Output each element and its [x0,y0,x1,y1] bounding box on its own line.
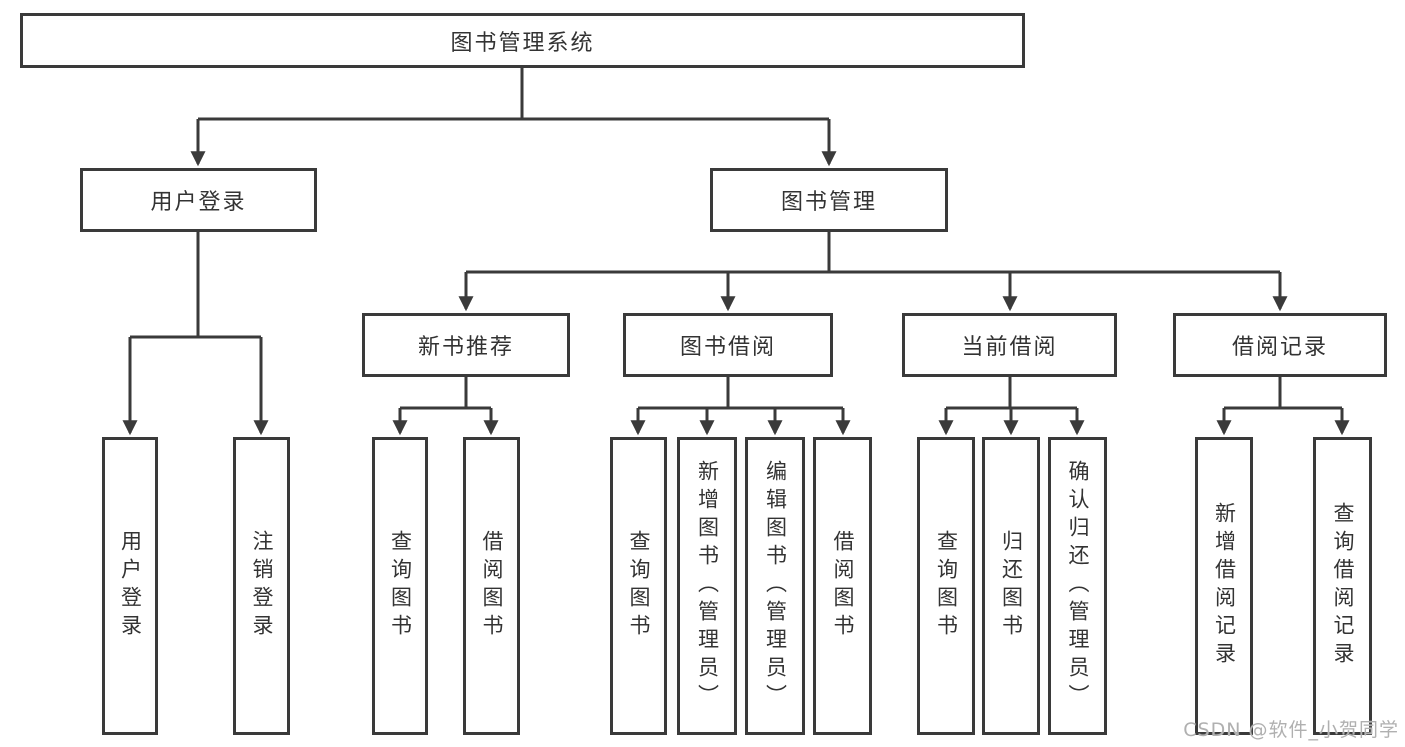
leaf-add-borrow-record: 新增借阅记录 [1195,437,1253,735]
leaf-borrow-books-borrowing: 借阅图书 [813,437,872,735]
leaf-label: 借阅图书 [831,530,855,642]
leaf-edit-book-admin: 编辑图书（管理员） [745,437,805,735]
node-borrowing-records: 借阅记录 [1173,313,1387,377]
leaf-label: 用户登录 [118,530,143,642]
leaf-add-book-admin: 新增图书（管理员） [677,437,737,735]
leaf-label: 确认归还（管理员） [1066,460,1090,712]
node-label: 图书借阅 [679,335,776,360]
leaf-query-books: 查询图书 [372,437,428,735]
node-label: 图书管理系统 [450,30,595,56]
leaf-label: 归还图书 [999,530,1024,642]
leaf-label: 新增图书（管理员） [695,460,720,712]
leaf-confirm-return-admin: 确认归还（管理员） [1048,437,1107,735]
leaf-query-books-borrowing: 查询图书 [610,437,667,735]
node-current-borrowing: 当前借阅 [902,313,1117,377]
node-book-borrowing: 图书借阅 [623,313,833,377]
leaf-label: 查询图书 [934,530,959,642]
leaf-label: 新增借阅记录 [1212,502,1237,670]
node-label: 新书推荐 [417,335,514,360]
node-book-management: 图书管理 [710,168,948,232]
node-library-management-system: 图书管理系统 [20,13,1025,68]
node-user-login: 用户登录 [80,168,317,232]
node-label: 借阅记录 [1231,335,1328,360]
leaf-label: 编辑图书（管理员） [763,460,788,712]
node-label: 当前借阅 [961,335,1058,360]
node-label: 图书管理 [780,190,877,215]
leaf-logout: 注销登录 [233,437,290,735]
csdn-watermark: CSDN @软件_小贺同学 [1183,719,1399,741]
leaf-label: 查询图书 [388,530,413,642]
leaf-query-borrow-record: 查询借阅记录 [1313,437,1372,735]
leaf-borrow-books: 借阅图书 [463,437,520,735]
leaf-label: 借阅图书 [480,530,504,642]
leaf-user-login: 用户登录 [102,437,158,735]
leaf-label: 查询借阅记录 [1331,502,1355,670]
leaf-return-book: 归还图书 [982,437,1040,735]
node-label: 用户登录 [150,190,247,215]
node-new-book-recommendation: 新书推荐 [362,313,570,377]
leaf-label: 注销登录 [250,530,274,642]
leaf-label: 查询图书 [627,530,651,642]
leaf-query-books-current: 查询图书 [917,437,975,735]
